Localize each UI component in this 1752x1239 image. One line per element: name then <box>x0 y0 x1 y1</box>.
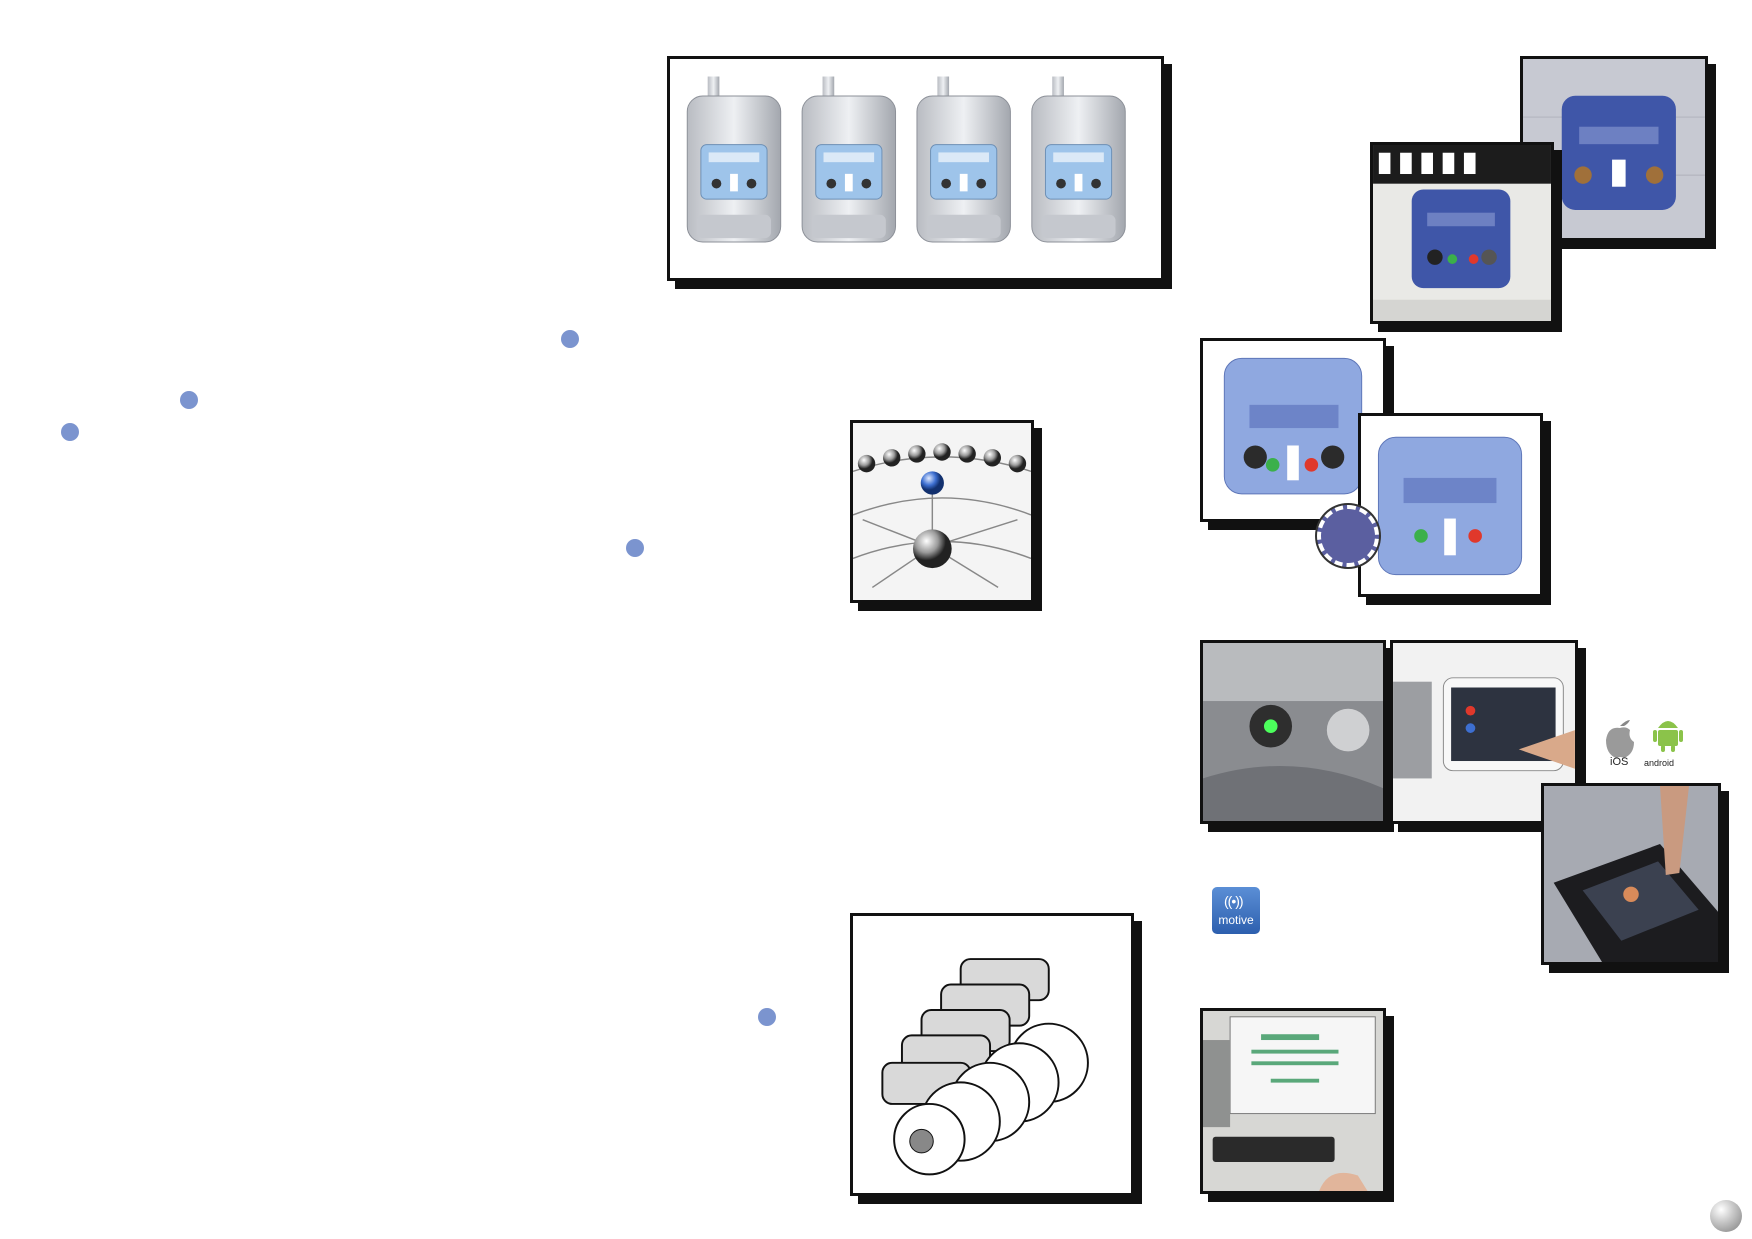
app-platform-logos: iOS android <box>1600 712 1692 770</box>
bluetooth-indicator-image <box>1200 640 1386 824</box>
android-icon <box>1653 721 1683 752</box>
keypad-image-right <box>1358 413 1543 597</box>
page-number-ball <box>1710 1200 1742 1232</box>
motive-logo-text: motive <box>1218 913 1254 927</box>
certification-stamp-icon <box>1317 505 1379 567</box>
pc-software-image <box>1200 1008 1386 1194</box>
drive-array-image <box>850 913 1134 1196</box>
apple-icon <box>1606 720 1634 758</box>
bullet-dot <box>758 1008 776 1026</box>
android-label: android <box>1644 758 1675 768</box>
bullet-dot <box>561 330 579 348</box>
bullet-dot <box>180 391 198 409</box>
wall-panel-image-front <box>1370 142 1554 324</box>
wireless-icon: ((•)) <box>1224 893 1244 909</box>
drive-units-image <box>667 56 1164 281</box>
smartphone-app-image <box>1541 783 1721 965</box>
motive-logo: ((•)) motive <box>1212 887 1260 934</box>
ios-label: iOS <box>1610 756 1629 768</box>
bullet-dot <box>626 539 644 557</box>
network-image <box>850 420 1034 603</box>
bullet-dot <box>61 423 79 441</box>
